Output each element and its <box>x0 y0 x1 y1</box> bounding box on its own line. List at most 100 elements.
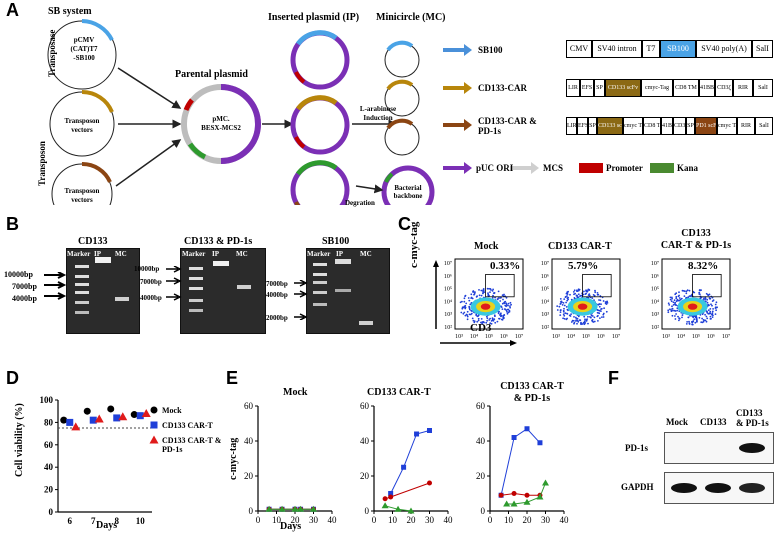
flow-event <box>585 292 587 295</box>
flow-event <box>470 293 473 296</box>
flow-event <box>565 318 568 321</box>
flow-event <box>476 295 478 298</box>
flow-event <box>507 308 510 311</box>
flow-event <box>708 293 711 296</box>
seg: CD3ζ <box>715 79 733 97</box>
flow-event <box>575 316 577 319</box>
flow-event <box>683 295 686 297</box>
e-xtick: 20 <box>523 515 533 525</box>
e-xtick: 0 <box>256 515 261 525</box>
flow-event <box>487 292 489 295</box>
flow-event <box>489 291 491 293</box>
flow-event <box>671 305 673 308</box>
seg: CD8 TM <box>643 117 661 135</box>
seg: cmyc Tag <box>623 117 643 135</box>
induction-1: L-arabinose <box>359 105 397 113</box>
e-title-cd133: CD133 CAR-T <box>367 387 431 398</box>
flow-event <box>673 299 676 302</box>
flow-event <box>465 313 468 316</box>
flow-event <box>492 288 494 291</box>
flow-event <box>562 302 565 304</box>
f-lane-mock: Mock <box>666 417 688 427</box>
marker-circle <box>150 406 158 414</box>
flow-event <box>468 299 471 302</box>
marker-label: 4000bp <box>12 294 37 303</box>
d-legend-cd133-pd1s: CD133 CAR-T & PD-1s <box>162 436 222 454</box>
flow-event <box>596 292 599 294</box>
flow-event <box>565 292 568 295</box>
flow-ytick: 10² <box>444 325 452 331</box>
flow-event <box>478 294 481 297</box>
flow-event <box>505 296 508 299</box>
flow-event <box>477 319 480 322</box>
marker-circle <box>388 494 394 500</box>
flow-event <box>497 290 500 293</box>
e-series-line <box>500 428 541 496</box>
marker-circle <box>83 407 91 415</box>
sb100-line-1: pCMV <box>73 36 95 44</box>
seg: PD1 scFv <box>695 117 717 135</box>
flow-event <box>707 309 710 312</box>
panel-label-e: E <box>226 368 239 388</box>
flow-event <box>466 310 469 313</box>
e-xtick: 20 <box>291 515 301 525</box>
flow-event <box>675 313 677 315</box>
flow-event <box>667 311 670 314</box>
flow-event <box>580 323 583 325</box>
flow-event <box>714 313 717 315</box>
seg: RIR <box>733 79 753 97</box>
flow-event <box>671 307 674 310</box>
flow-event <box>681 316 683 319</box>
flow-density-peak <box>687 303 698 310</box>
flow-event <box>494 321 497 324</box>
flow-event <box>494 315 496 318</box>
flow-event <box>501 318 504 321</box>
marker-square <box>66 418 74 426</box>
flow-xtick: 10⁷ <box>515 334 523 340</box>
transposase-label: Transposase <box>47 29 57 77</box>
flow-event <box>602 313 605 316</box>
marker-triangle <box>394 505 402 512</box>
flow-event <box>681 314 684 316</box>
e-ytick: 20 <box>476 471 486 481</box>
flow-event <box>678 319 680 322</box>
flow-event <box>503 302 506 305</box>
seg: CD133 scFv <box>605 79 641 97</box>
flow-ytick: 10⁵ <box>444 287 452 293</box>
flow-title-mock: Mock <box>474 241 499 252</box>
flow-event <box>704 297 707 300</box>
e-ytick: 60 <box>244 401 254 411</box>
flow-gate <box>692 274 722 298</box>
flow-plot-frame <box>454 258 524 330</box>
marker-circle <box>427 480 432 486</box>
marker-square <box>150 421 158 429</box>
flow-event <box>562 310 565 313</box>
flow-event <box>707 303 709 306</box>
flow-event <box>698 289 701 292</box>
flow-event <box>670 309 673 312</box>
gel-cd133 <box>66 248 140 334</box>
flow-event <box>563 314 566 317</box>
flow-event <box>466 315 469 318</box>
flow-event <box>678 299 680 302</box>
flow-event <box>559 309 562 312</box>
lane-ip: IP <box>94 250 101 258</box>
flow-event <box>592 321 595 323</box>
flow-event <box>669 296 672 299</box>
flow-event <box>671 314 674 317</box>
flow-event <box>667 309 670 312</box>
panel-label-c: C <box>398 214 411 234</box>
lane-marker: Marker <box>307 250 331 258</box>
flow-event <box>584 318 586 321</box>
d-legend-cd133: CD133 CAR-T <box>162 421 213 430</box>
f-row-pd1s: PD-1s <box>625 443 648 453</box>
flow-event <box>570 321 573 323</box>
flow-event <box>504 300 507 303</box>
flow-event <box>691 323 694 326</box>
flow-xtick: 10⁷ <box>722 334 730 340</box>
flow-event <box>503 314 506 316</box>
marker-square <box>401 464 407 470</box>
flow-event <box>583 323 586 326</box>
flow-event <box>600 308 602 310</box>
flow-event <box>600 310 602 312</box>
